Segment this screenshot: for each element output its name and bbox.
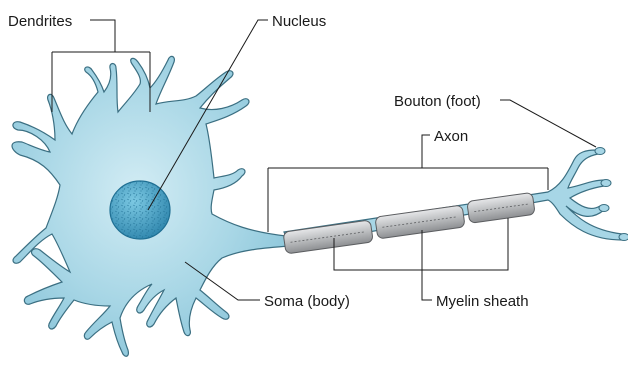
label-axon: Axon <box>434 128 468 145</box>
bouton-knob <box>595 148 605 155</box>
label-soma: Soma (body) <box>264 293 350 310</box>
myelin-segment <box>467 192 535 223</box>
myelin-segment <box>375 205 465 239</box>
bouton-knob <box>599 205 609 212</box>
nucleus-shape <box>110 181 170 239</box>
label-nucleus: Nucleus <box>272 13 326 30</box>
bouton-knob <box>619 234 628 241</box>
label-dendrites: Dendrites <box>8 13 72 30</box>
myelin-segments <box>283 192 535 254</box>
label-bouton: Bouton (foot) <box>394 93 481 110</box>
bouton-knob <box>601 180 611 187</box>
label-myelin-sheath: Myelin sheath <box>436 293 529 310</box>
